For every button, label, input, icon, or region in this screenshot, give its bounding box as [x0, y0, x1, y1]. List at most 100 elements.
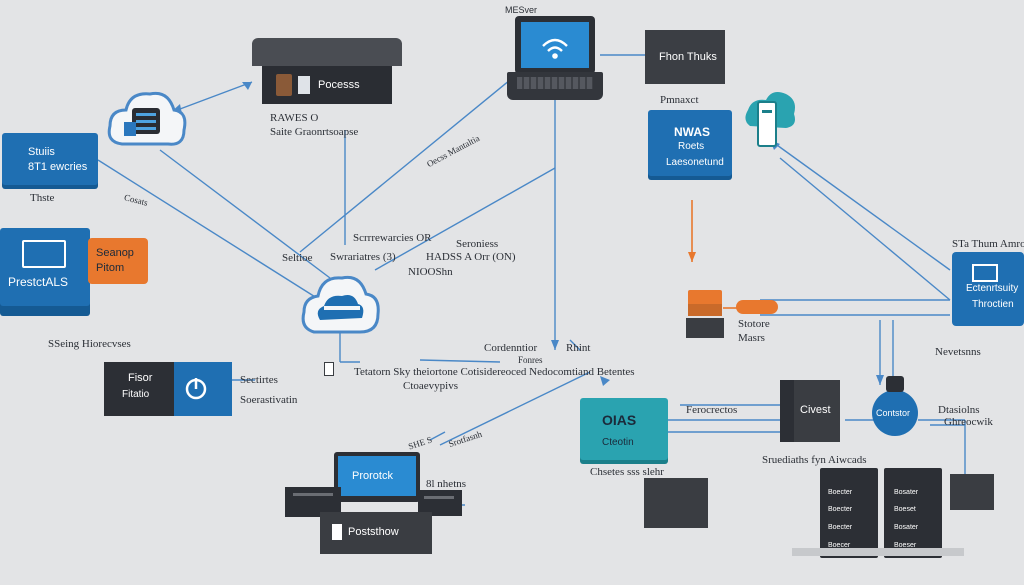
line-cloud-to-top-device	[171, 81, 253, 113]
top-right-box[interactable]: Fhon Thuks	[645, 30, 725, 84]
center-label-2: Scrrrewarcies OR	[353, 232, 432, 244]
laptop-caption: MESver	[505, 5, 538, 15]
top-device[interactable]: Pocesss	[262, 66, 392, 104]
teal-card-box	[644, 478, 708, 528]
left-mid-main: PrestctALS	[8, 275, 69, 289]
server-rack[interactable]: Boecter Boecter Boecter Boecer Bosater B…	[820, 468, 946, 562]
line-laptop-diag	[374, 167, 556, 271]
server-unit-4: Boecer	[828, 542, 851, 549]
top-device-label: Pocesss	[318, 79, 360, 91]
bottom-monitor-link-label: 8l nhetns	[426, 478, 467, 490]
laptop[interactable]	[515, 16, 595, 74]
small-device-caption-2: Masrs	[738, 332, 765, 344]
right-device-caption-top: STa Thum Amro	[952, 238, 1024, 250]
top-device-caption-2: Saite Graonrtsoapse	[270, 126, 359, 138]
power-icon	[185, 378, 207, 400]
bottom-monitor[interactable]: Prorotck	[334, 452, 420, 502]
disc-top-icon	[886, 376, 904, 392]
center-text-2: Fonres	[518, 355, 543, 365]
server-unit-3: Boecter	[828, 524, 853, 531]
server-unit-2: Boecter	[828, 506, 853, 513]
center-text-4: Tetatorn Sky theiortone Cotisidereoced N…	[354, 366, 635, 378]
left-card-caption: Thste	[30, 192, 55, 204]
left-card-line2: 8T1 ewcries	[28, 161, 88, 173]
center-label-1: Seltioe	[282, 252, 313, 264]
user-icon	[276, 74, 292, 96]
left-card[interactable]: Stuiis 8T1 ewcries	[2, 133, 98, 185]
teal-card[interactable]: OIAS Cteotin	[580, 398, 668, 460]
top-device-caption-1: RAWES O	[270, 112, 319, 124]
center-label-6: NIOOShn	[408, 266, 453, 278]
top-right-box-label: Fhon Thuks	[659, 51, 717, 63]
left-mid-caption: SSeing Hiorecvses	[48, 338, 131, 350]
cloud-top-left[interactable]	[104, 84, 188, 158]
arrowhead-orange	[688, 252, 696, 262]
server-unit-7: Bosater	[894, 524, 919, 531]
center-cloud[interactable]	[300, 262, 382, 344]
bottom-right-small-box	[418, 490, 462, 516]
mid-left-label: Fisor	[128, 372, 153, 384]
server-unit-8: Boeser	[894, 542, 917, 549]
bottom-monitor-screen: Prorotck	[338, 456, 416, 496]
line-center-to-monitor	[439, 371, 591, 446]
left-mid-tag-line1: Seanop	[96, 247, 134, 259]
server-unit-5: Bosater	[894, 489, 919, 496]
right-label-2: Ghreocwik	[944, 416, 993, 428]
document-icon	[298, 76, 310, 94]
closet[interactable]: Civest	[780, 380, 840, 442]
right-label-3: Sruediaths fyn Aiwcads	[762, 454, 867, 466]
mid-left-panel	[174, 362, 232, 416]
teal-card-brand: OIAS	[602, 412, 637, 428]
center-text-5: Ctoaevypivs	[403, 380, 458, 392]
cloud-right-icon[interactable]	[742, 86, 798, 152]
small-device[interactable]	[686, 318, 724, 338]
line-center-text	[419, 359, 501, 363]
blue-disc[interactable]: Contstor	[872, 390, 918, 436]
line-tag	[429, 431, 446, 441]
laptop-base	[507, 72, 603, 100]
right-small-box	[950, 474, 994, 510]
top-right-card-line3: Laesonetund	[666, 157, 724, 168]
left-mid-card[interactable]: PrestctALS	[0, 228, 90, 306]
small-device-top	[688, 290, 722, 306]
left-mid-tag[interactable]: Seanop Pitom	[88, 238, 148, 284]
arrowhead-5	[551, 340, 559, 350]
top-right-card-header: Pmnaxct	[660, 94, 699, 106]
line-cloud-right-2	[779, 157, 951, 301]
bottom-box-label: Poststhow	[348, 526, 399, 538]
right-device[interactable]: Ectenrtsuity Throctien	[952, 252, 1024, 326]
center-label-5: HADSS A Orr (ON)	[426, 251, 516, 263]
blue-disc-label: Contstor	[876, 408, 911, 418]
right-device-label: Ectenrtsuity	[966, 283, 1019, 294]
small-device-mid	[688, 304, 722, 316]
center-text-3: Rhint	[566, 342, 591, 354]
server-right: Bosater Boeset Bosater Boeser	[884, 468, 942, 558]
mid-left-device[interactable]: Fisor Fitatio	[104, 362, 232, 416]
laptop-screen	[521, 22, 589, 68]
teal-card-sub: Cteotin	[602, 437, 634, 448]
bottom-box-doc-icon	[332, 524, 342, 540]
mid-left-caption-2: Soerastivatin	[240, 394, 298, 406]
server-unit-1: Boecter	[828, 489, 853, 496]
small-doc-icon	[324, 362, 334, 376]
line-fonres	[569, 339, 581, 351]
top-right-card-line2: Roets	[678, 141, 705, 152]
mid-left-sub: Fitatio	[122, 389, 150, 400]
bottom-monitor-label: Prorotck	[352, 470, 393, 482]
right-device-sub: Throctien	[972, 299, 1014, 310]
person-icon	[124, 122, 136, 136]
center-label-4: Swrariatres (3)	[330, 251, 396, 263]
mid-left-caption-1: Sectirtes	[240, 374, 278, 386]
left-mid-tag-line2: Pitom	[96, 262, 125, 274]
top-right-card[interactable]: NWAS Roets Laesonetund	[648, 110, 732, 176]
bottom-box[interactable]: Poststhow	[320, 512, 432, 554]
arrowhead-1	[242, 82, 252, 90]
server-shelf	[792, 548, 964, 556]
teal-card-caption: Chsetes sss slehr	[590, 466, 664, 478]
small-device-caption-1: Stotore	[738, 318, 770, 330]
closet-label: Civest	[800, 404, 831, 416]
keyboard	[517, 77, 593, 89]
server-unit-6: Boeset	[894, 506, 916, 513]
